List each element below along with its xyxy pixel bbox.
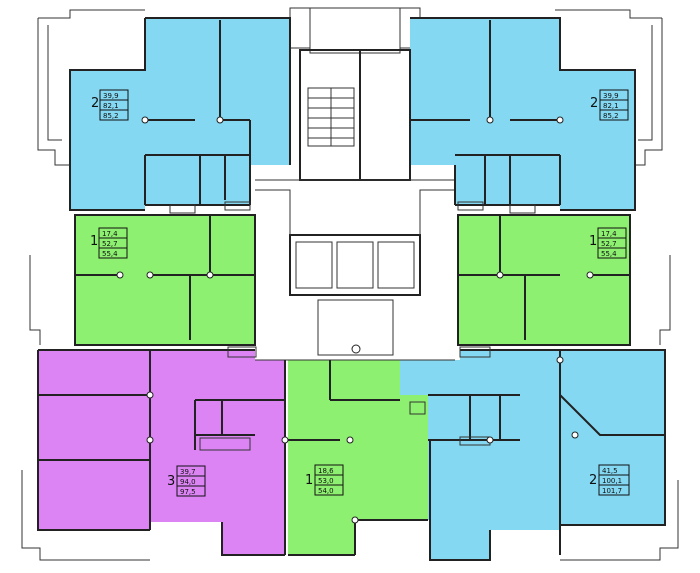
total-area: 53,0 — [318, 477, 334, 485]
apartment-nw — [70, 18, 290, 210]
total-area-with-balcony: 101,7 — [602, 487, 622, 495]
total-area-with-balcony: 85,2 — [103, 112, 119, 120]
apartment-se-fill — [400, 350, 665, 560]
stair-lift-core — [255, 49, 455, 361]
rooms-count: 1 — [589, 234, 597, 249]
living-area: 39,7 — [180, 468, 196, 476]
total-area-with-balcony: 85,2 — [603, 112, 619, 120]
total-area-with-balcony: 97,5 — [180, 488, 196, 496]
apartment-sw — [38, 350, 285, 555]
apartment-ne — [410, 18, 635, 210]
apartment-sw-fill — [38, 350, 285, 555]
living-area: 17,4 — [601, 230, 617, 238]
living-area: 18,6 — [318, 467, 334, 475]
label-e: 1 17,4 52,7 55,4 — [589, 227, 627, 259]
rooms-count: 2 — [590, 96, 598, 111]
label-w: 1 17,4 52,7 55,4 — [90, 227, 128, 259]
apartment-se — [400, 350, 665, 560]
rooms-count: 1 — [305, 473, 313, 488]
label-se: 2 41,5 100,1 101,7 — [589, 464, 630, 496]
rooms-count: 3 — [167, 474, 175, 489]
label-nw: 2 39,9 82,1 85,2 — [91, 89, 129, 121]
living-area: 39,9 — [603, 92, 619, 100]
total-area: 52,7 — [102, 240, 118, 248]
living-area: 17,4 — [102, 230, 118, 238]
rooms-count: 2 — [91, 96, 99, 111]
apartment-ne-fill — [410, 18, 635, 210]
rooms-count: 1 — [90, 234, 98, 249]
apartment-s-fill — [288, 360, 428, 555]
total-area: 82,1 — [603, 102, 619, 110]
total-area-with-balcony: 55,4 — [601, 250, 617, 258]
total-area-with-balcony: 55,4 — [102, 250, 118, 258]
label-s: 1 18,6 53,0 54,0 — [305, 464, 344, 496]
door-markers — [116, 116, 594, 524]
total-area: 82,1 — [103, 102, 119, 110]
total-area: 52,7 — [601, 240, 617, 248]
total-area: 94,0 — [180, 478, 196, 486]
total-area-with-balcony: 54,0 — [318, 487, 334, 495]
label-ne: 2 39,9 82,1 85,2 — [590, 89, 629, 121]
rooms-count: 2 — [589, 473, 597, 488]
label-sw: 3 39,7 94,0 97,5 — [167, 465, 206, 497]
interior-walls — [37, 17, 666, 561]
apartment-nw-fill — [70, 18, 290, 210]
apartment-s — [288, 360, 428, 555]
living-area: 39,9 — [103, 92, 119, 100]
total-area: 100,1 — [602, 477, 622, 485]
living-area: 41,5 — [602, 467, 618, 475]
